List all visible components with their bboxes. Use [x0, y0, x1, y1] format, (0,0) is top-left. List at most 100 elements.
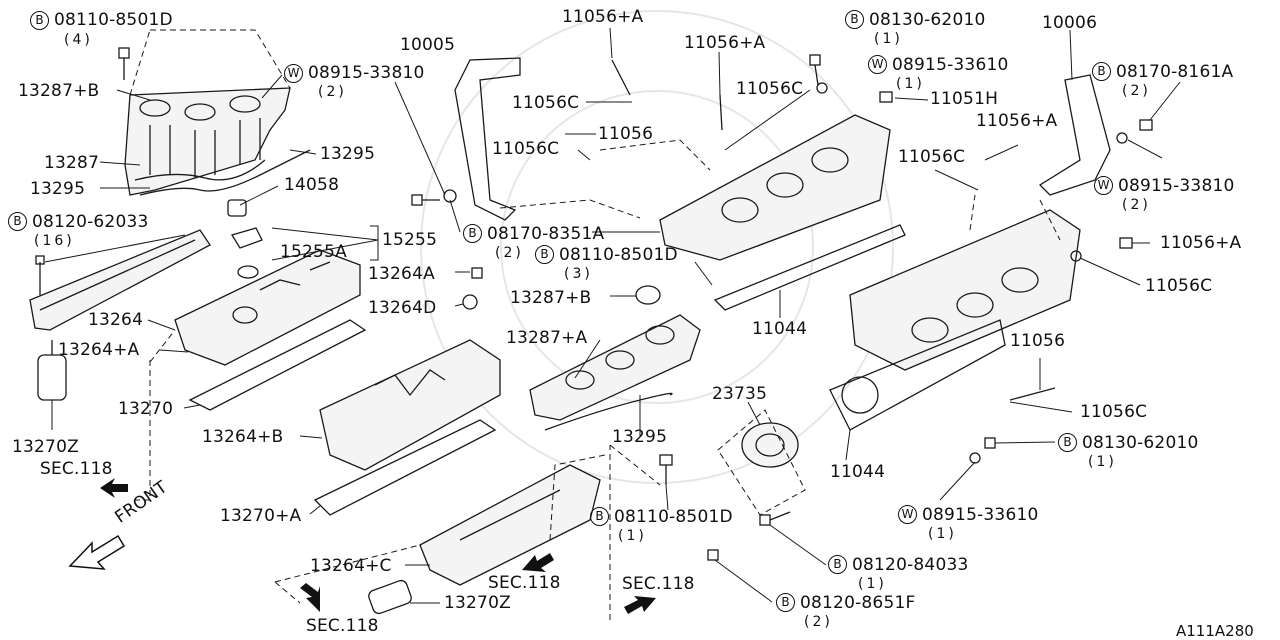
bolt-08130-62010-lower: [984, 437, 996, 449]
callout-08120-62033: 08120-62033: [32, 212, 149, 232]
gasket-13270: [188, 319, 367, 411]
callout-08915-33810-a: 08915-33810: [308, 63, 425, 83]
callout-15255a: 15255A: [280, 242, 347, 262]
callout-badge: B: [590, 507, 609, 526]
bolt-08170-8351a: [411, 194, 423, 206]
callout-qty: (2): [804, 614, 833, 630]
stud-11056a-1: [611, 59, 631, 96]
grommet-13264d: [462, 294, 478, 310]
bolt-08120-8651f: [707, 549, 719, 561]
callout-qty: (2): [1122, 197, 1151, 213]
cylinder-head-right-bank: [659, 114, 891, 261]
washer-11056c-right: [1070, 250, 1082, 262]
callout-qty: (1): [896, 76, 925, 92]
callout-11056a-right: 11056+A: [976, 111, 1058, 131]
watermark-emblem-inner: [500, 90, 814, 404]
front-arrow-icon: [68, 534, 126, 570]
stud-11056-right: [1009, 387, 1056, 401]
sec118-arrow-center: [522, 553, 554, 572]
callout-11056c-d: 11056C: [898, 147, 966, 167]
callout-13270plus-a: 13270+A: [220, 506, 302, 526]
callout-08120-84033: 08120-84033: [852, 555, 969, 575]
callout-13287: 13287: [44, 153, 100, 173]
callout-08170-8351a: 08170-8351A: [487, 224, 605, 244]
bracket-10005: [454, 57, 521, 221]
callout-badge: W: [1094, 176, 1113, 195]
callout-qty: (1): [618, 528, 647, 544]
callout-13270z-a: 13270Z: [12, 437, 79, 457]
bolt-08130-62010-top: [809, 54, 821, 66]
plug-13270z-lower: [368, 579, 412, 615]
callout-13295-c: 13295: [612, 427, 668, 447]
callout-qty: (1): [928, 526, 957, 542]
callout-11056c-a: 11056C: [512, 93, 580, 113]
callout-13264plus-b: 13264+B: [202, 427, 284, 447]
callout-qty: (2): [1122, 83, 1151, 99]
callout-13295-b: 13295: [30, 179, 86, 199]
callout-13264d: 13264D: [368, 298, 437, 318]
callout-badge: B: [1058, 433, 1077, 452]
callout-badge: B: [828, 555, 847, 574]
callout-qty: (1): [858, 576, 887, 592]
sensor-23735: [717, 409, 806, 516]
callout-08130-62010-b: 08130-62010: [1082, 433, 1199, 453]
callout-qty: (2): [495, 245, 524, 261]
callout-10006: 10006: [1042, 13, 1098, 33]
callout-11044-b: 11044: [830, 462, 886, 482]
bolt-08120-84033: [759, 514, 771, 526]
callout-08120-8651f: 08120-8651F: [800, 593, 916, 613]
callout-badge: B: [535, 245, 554, 264]
seal-13287b: [635, 285, 661, 305]
callout-11056a-center: 11056+A: [684, 33, 766, 53]
callout-08130-62010-a: 08130-62010: [869, 10, 986, 30]
callout-badge: W: [868, 55, 887, 74]
callout-11056-b: 11056: [1010, 331, 1066, 351]
callout-23735: 23735: [712, 384, 768, 404]
bolt-08170-8161a: [1139, 119, 1153, 131]
rocker-cover-13264: [29, 229, 211, 331]
callout-badge: B: [8, 212, 27, 231]
callout-badge: B: [463, 224, 482, 243]
callout-sec118-b: SEC.118: [488, 573, 561, 593]
stud-11056a-2: [719, 94, 723, 131]
seal-15255a: [237, 265, 259, 279]
leader-lines: [44, 27, 1181, 604]
callout-08915-33610-b: 08915-33610: [922, 505, 1039, 525]
callout-badge: B: [30, 11, 49, 30]
part-14058: [227, 199, 247, 217]
washer-08915-33610-lower: [969, 452, 981, 464]
callout-sec118-a: SEC.118: [40, 459, 113, 479]
callout-13264: 13264: [88, 310, 144, 330]
bracket-10006: [1038, 74, 1111, 196]
callout-15255: 15255: [382, 230, 438, 250]
collector-13287: [124, 29, 291, 196]
callout-11044-a: 11044: [752, 319, 808, 339]
direction-arrows: [68, 478, 656, 614]
bolt-08110-8501d-upper: [118, 47, 130, 80]
figure-code: A111A280: [1176, 622, 1254, 640]
callout-14058: 14058: [284, 175, 340, 195]
callout-11056c-e: 11056C: [1145, 276, 1213, 296]
callout-13295-a: 13295: [320, 144, 376, 164]
callout-11056-a: 11056: [598, 124, 654, 144]
callout-qty: (1): [1088, 454, 1117, 470]
callout-13264plus-c: 13264+C: [310, 556, 392, 576]
gasket-13270a: [313, 419, 497, 516]
callout-badge: B: [1092, 62, 1111, 81]
callout-qty: (4): [64, 32, 93, 48]
callout-08915-33610-a: 08915-33610: [892, 55, 1009, 75]
callout-qty: (1): [874, 31, 903, 47]
callout-sec118-d: SEC.118: [306, 616, 379, 636]
head-gasket-11044-upper: [713, 224, 906, 311]
rocker-cover-13264c: [419, 464, 601, 586]
callout-11056c-c: 11056C: [492, 139, 560, 159]
callout-sec118-c: SEC.118: [622, 574, 695, 594]
callout-11056c-b: 11056C: [736, 79, 804, 99]
callout-08110-8501d-b: 08110-8501D: [559, 245, 678, 265]
callout-qty: (16): [34, 233, 75, 249]
callout-13270: 13270: [118, 399, 174, 419]
callout-13270z-b: 13270Z: [444, 593, 511, 613]
collector-13287a: [529, 314, 701, 421]
